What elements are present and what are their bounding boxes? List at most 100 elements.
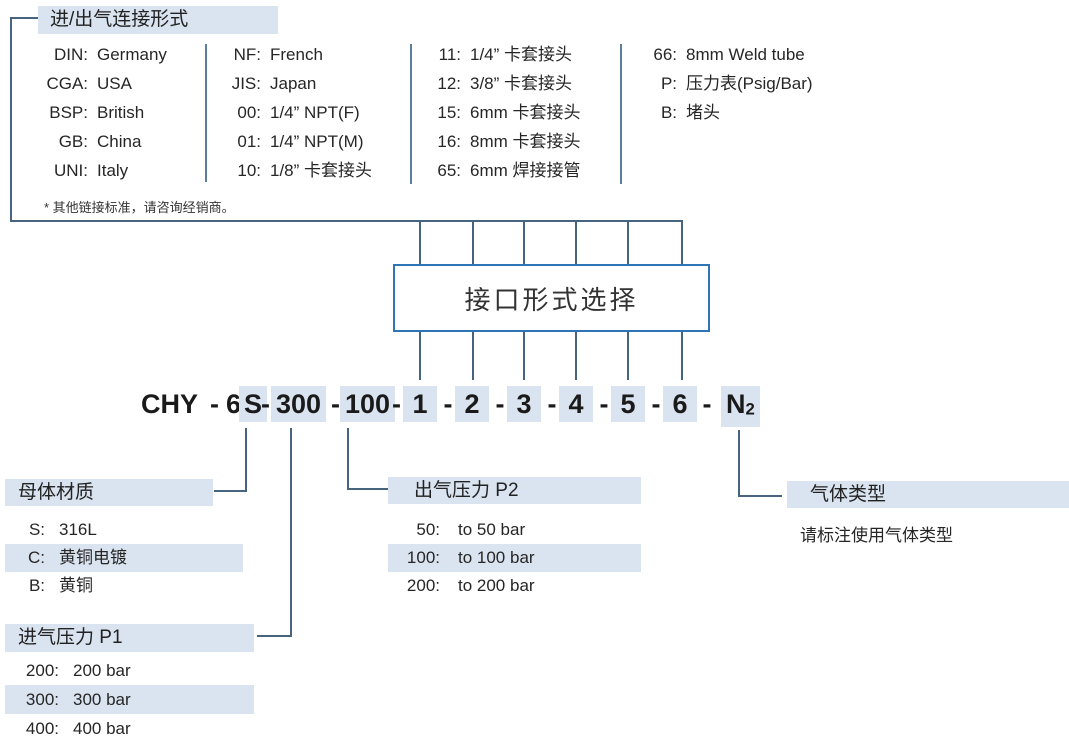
column-divider	[205, 44, 207, 182]
option-code: 16:	[437, 132, 461, 151]
code-segment: -	[331, 389, 340, 419]
leader-inlet-pressure-v	[290, 428, 292, 637]
option-label: 压力表(Psig/Bar)	[686, 74, 813, 93]
list-item: 200: 200 bar	[5, 656, 254, 685]
option-label: 1/4” 卡套接头	[470, 45, 573, 64]
code-segment: -	[495, 389, 505, 419]
option-label: to 100 bar	[458, 548, 535, 567]
connection-column-3: 11: 1/4” 卡套接头 12: 3/8” 卡套接头 15: 6mm 卡套接头…	[431, 40, 581, 185]
table-row: P: 压力表(Psig/Bar)	[643, 69, 813, 98]
list-item: 300: 300 bar	[5, 685, 254, 714]
option-code: 12:	[437, 74, 461, 93]
code-segment: 6	[663, 386, 697, 422]
option-label: 3/8” 卡套接头	[470, 74, 573, 93]
table-row: BSP: British	[42, 98, 167, 127]
table-row: GB: China	[42, 127, 167, 156]
option-code: JIS:	[231, 74, 261, 93]
body-material-section: 母体材质 S: 316L C: 黄铜电镀 B: 黄铜	[5, 479, 243, 600]
option-code: CGA:	[46, 74, 88, 93]
table-row: JIS: Japan	[227, 69, 372, 98]
code-segment: -	[261, 389, 270, 419]
option-label: 316L	[59, 520, 97, 539]
code-segment: 3	[507, 386, 541, 422]
outlet-pressure-items: 50: to 50 bar 100: to 100 bar 200: to 20…	[388, 516, 641, 600]
code-segment: -	[392, 389, 401, 419]
leader-outlet-pressure-h	[347, 488, 388, 490]
table-row: 01: 1/4” NPT(M)	[227, 127, 372, 156]
code-segment: 5	[611, 386, 645, 422]
table-row: 66: 8mm Weld tube	[643, 40, 813, 69]
option-code: GB:	[58, 132, 88, 151]
code-segment: S	[239, 386, 268, 422]
code-segment: 300	[271, 386, 327, 422]
connection-column-4: 66: 8mm Weld tube P: 压力表(Psig/Bar) B: 堵头	[643, 40, 813, 127]
option-label: 6mm 焊接接管	[470, 161, 581, 180]
connector-line	[627, 332, 629, 380]
table-row: B: 堵头	[643, 98, 813, 127]
option-label: 黄铜	[59, 576, 93, 595]
option-label: 400 bar	[73, 719, 131, 738]
option-code: 200:	[25, 661, 59, 680]
main-horizontal-line	[10, 220, 683, 222]
connector-line	[575, 332, 577, 380]
option-label: 200 bar	[73, 661, 131, 680]
table-row: 16: 8mm 卡套接头	[431, 127, 580, 156]
leader-gas-type-h	[738, 495, 782, 497]
option-label: USA	[97, 74, 132, 93]
option-code: 66:	[653, 45, 677, 64]
option-code: UNI:	[54, 161, 88, 180]
option-code: 400:	[25, 719, 59, 738]
option-code: B:	[660, 103, 677, 122]
code-segment: -	[443, 389, 453, 419]
table-row: DIN: Germany	[42, 40, 167, 69]
gas-type-note: 请标注使用气体类型	[800, 526, 953, 545]
column-divider	[620, 44, 622, 184]
option-code: P:	[660, 74, 677, 93]
table-row: 00: 1/4” NPT(F)	[227, 98, 372, 127]
table-row: UNI: Italy	[42, 156, 167, 185]
list-item: 50: to 50 bar	[388, 516, 641, 544]
list-item: 200: to 200 bar	[388, 572, 641, 600]
inlet-pressure-items: 200: 200 bar 300: 300 bar 400: 400 bar	[5, 656, 254, 743]
code-segment: 4	[559, 386, 593, 422]
connection-column-2: NF: French JIS: Japan 00: 1/4” NPT(F) 01…	[227, 40, 372, 185]
option-label: 堵头	[686, 103, 720, 122]
list-item: S: 316L	[5, 516, 243, 544]
outlet-pressure-section: 出气压力 P2 50: to 50 bar 100: to 100 bar 20…	[388, 477, 641, 600]
connector-line	[681, 332, 683, 380]
bracket-top-line	[10, 17, 38, 19]
connector-line	[681, 220, 683, 264]
option-code: 300:	[25, 690, 59, 709]
port-type-selector-box: 接口形式选择	[393, 264, 710, 332]
column-divider	[410, 44, 412, 184]
gas-type-title: 气体类型	[787, 481, 1069, 508]
inlet-pressure-section: 进气压力 P1 200: 200 bar 300: 300 bar 400: 4…	[5, 624, 254, 745]
option-code: 11:	[438, 45, 461, 64]
code-segment: -	[702, 389, 712, 419]
option-code: BSP:	[49, 103, 88, 122]
leader-body-material-v	[245, 428, 247, 492]
connection-column-1: DIN: Germany CGA: USA BSP: British GB: C…	[42, 40, 167, 185]
selector-box-label: 接口形式选择	[464, 284, 639, 315]
option-code: S:	[28, 520, 45, 539]
body-material-title: 母体材质	[5, 479, 213, 506]
connector-line	[472, 220, 474, 264]
outlet-pressure-title: 出气压力 P2	[388, 477, 641, 504]
code-segment: -	[210, 389, 219, 419]
code-segment: -	[599, 389, 609, 419]
body-material-items: S: 316L C: 黄铜电镀 B: 黄铜	[5, 516, 243, 600]
table-row: CGA: USA	[42, 69, 167, 98]
connector-line	[627, 220, 629, 264]
code-segment: 100	[340, 386, 396, 422]
table-row: 12: 3/8” 卡套接头	[431, 69, 581, 98]
leader-inlet-pressure-h	[257, 635, 292, 637]
option-label: 6mm 卡套接头	[470, 103, 581, 122]
option-code: 200:	[406, 576, 440, 595]
option-label: 1/4” NPT(F)	[270, 103, 360, 122]
option-code: 65:	[437, 161, 461, 180]
table-row: 65: 6mm 焊接接管	[431, 156, 581, 185]
option-label: Italy	[97, 161, 129, 180]
connector-line	[419, 332, 421, 380]
option-label: 8mm Weld tube	[686, 45, 805, 64]
